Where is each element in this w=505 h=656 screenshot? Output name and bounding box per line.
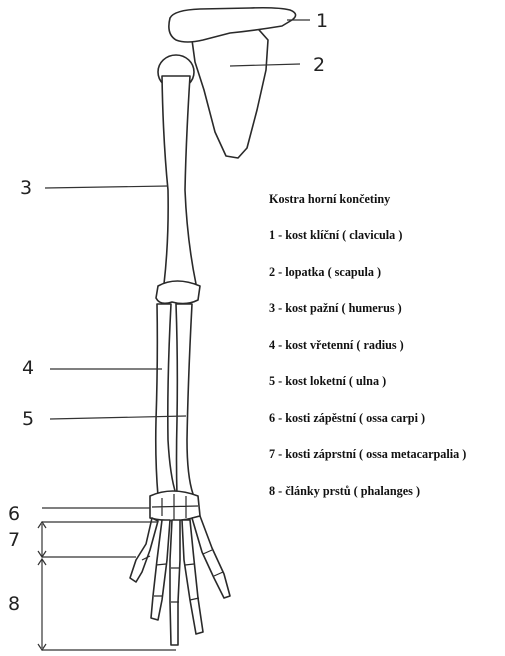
legend-item: 5 - kost loketní ( ulna ) [269,374,505,411]
hand-bones [130,516,230,645]
label-1: 1 [316,10,328,32]
humerus-shaft [162,76,196,284]
legend-item: 6 - kosti zápěstní ( ossa carpi ) [269,411,505,448]
radius-shape [156,304,176,496]
label-8: 8 [8,593,20,615]
legend-item: 2 - lopatka ( scapula ) [269,265,505,302]
legend-item: 1 - kost klíční ( clavicula ) [269,228,505,265]
label-3: 3 [20,177,32,199]
scapula-shape [192,22,268,158]
label-4: 4 [22,357,34,379]
legend-item: 3 - kost pažní ( humerus ) [269,301,505,338]
label-2: 2 [313,54,325,76]
legend-item: 8 - články prstů ( phalanges ) [269,484,505,521]
legend-title: Kostra horní končetiny [269,192,505,207]
label-7: 7 [8,529,20,551]
legend-item: 4 - kost vřetenní ( radius ) [269,338,505,375]
label-6: 6 [8,503,20,525]
legend: Kostra horní končetiny 1 - kost klíční (… [269,192,505,520]
label-5: 5 [22,408,34,430]
elbow-joint [156,281,200,304]
ulna-shape [176,304,193,496]
legend-item: 7 - kosti záprstní ( ossa metacarpalia ) [269,447,505,484]
